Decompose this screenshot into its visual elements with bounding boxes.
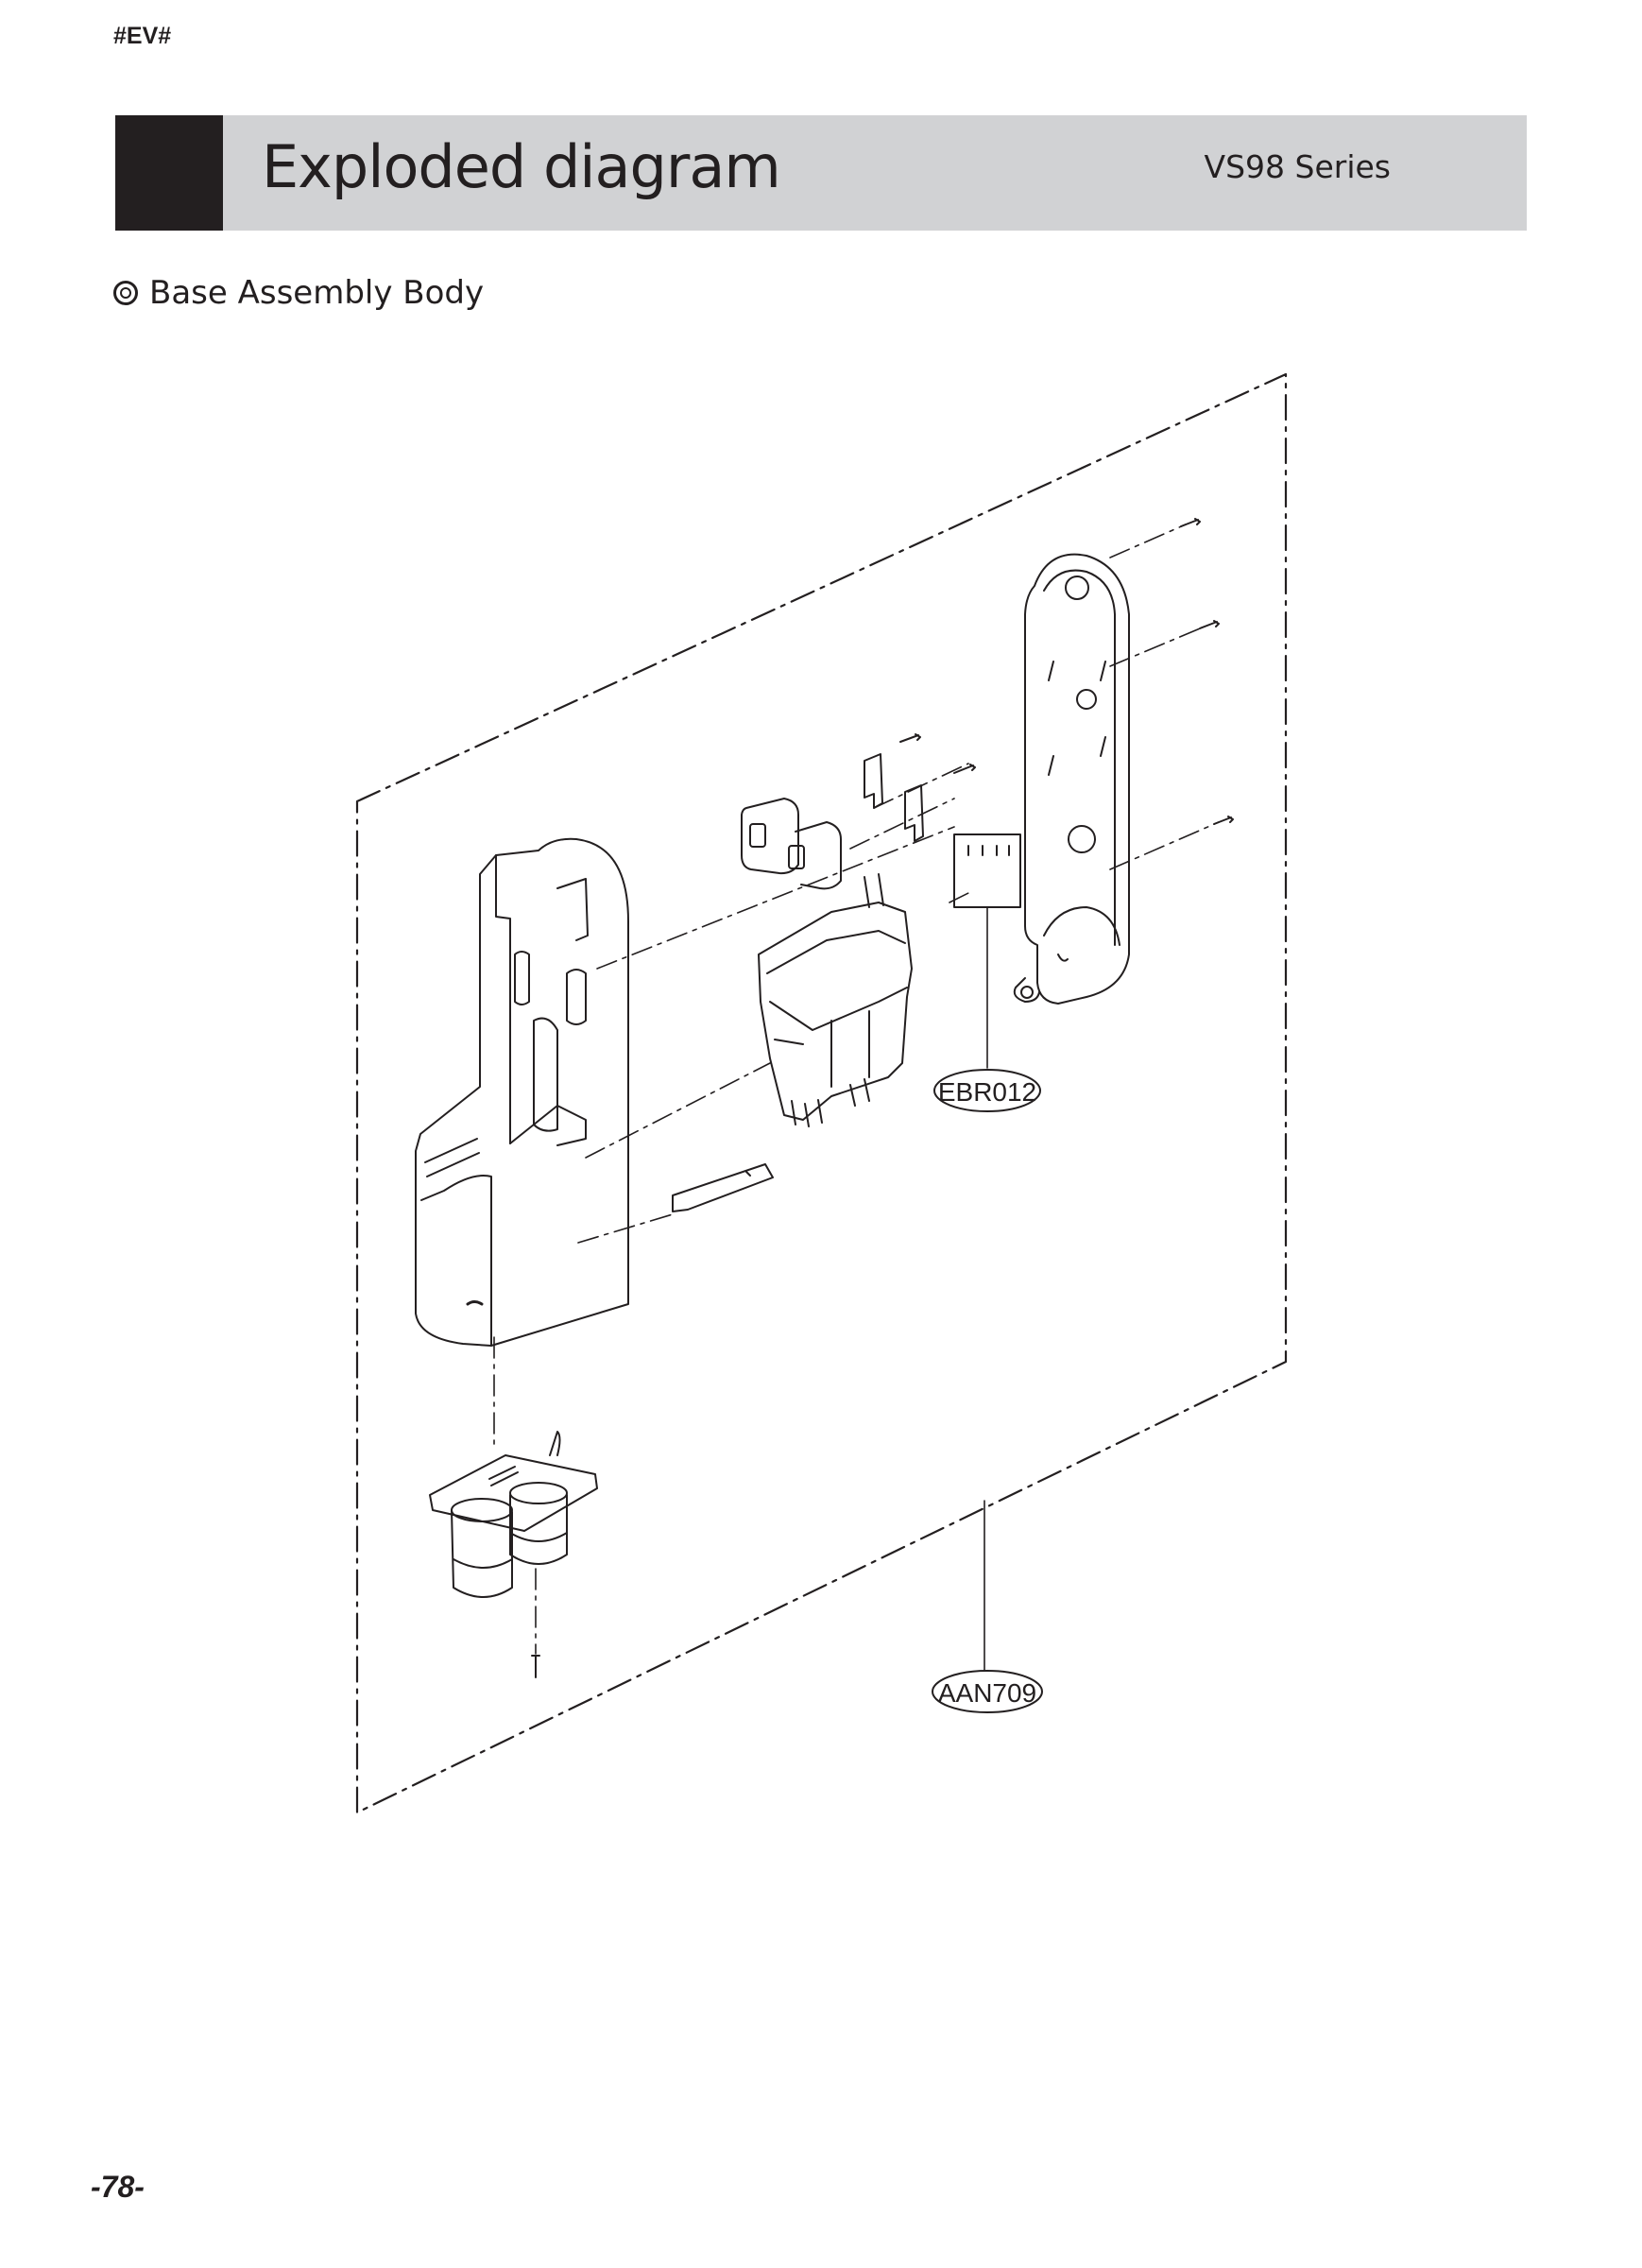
page-number: -78- xyxy=(91,2170,145,2204)
terminal-block-part xyxy=(953,833,1021,908)
metal-clips-part xyxy=(864,753,924,842)
section-title: Base Assembly Body xyxy=(149,274,485,312)
contact-plate-part xyxy=(672,1163,774,1212)
header-accent-block xyxy=(115,115,223,231)
guide-lines xyxy=(493,524,1220,1655)
main-housing-part xyxy=(415,837,629,1347)
page-title: Exploded diagram xyxy=(262,132,781,201)
series-label: VS98 Series xyxy=(1204,148,1391,185)
part-label-ebr012: EBR012 xyxy=(938,1077,1036,1107)
bottom-base-part xyxy=(429,1431,598,1598)
sensor-connectors-part xyxy=(741,798,842,890)
callout-ebr012 xyxy=(933,1069,1041,1112)
section-heading: Base Assembly Body xyxy=(113,274,484,312)
rear-cover-part xyxy=(1013,553,1130,1005)
page-header: Exploded diagram VS98 Series xyxy=(115,115,1527,231)
document-code: #EV# xyxy=(113,23,172,49)
callout-aan709 xyxy=(932,1670,1043,1713)
assembly-boundary xyxy=(355,372,1288,1814)
double-circle-bullet-icon xyxy=(113,281,138,305)
screws-part xyxy=(531,518,1234,1678)
part-label-aan709: AAN709 xyxy=(938,1678,1036,1708)
charging-box-part xyxy=(758,873,913,1127)
